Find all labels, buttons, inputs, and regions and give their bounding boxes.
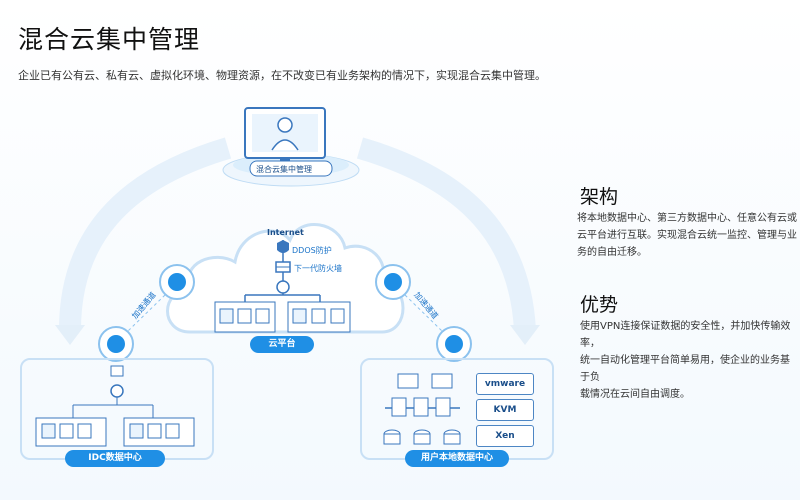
cloud-server-right — [287, 301, 351, 333]
idc-datacenter-badge: IDC数据中心 — [65, 450, 165, 467]
left-arc — [59, 137, 232, 331]
architecture-line: 云平台进行互联。实现混合云统一监控、管理与业 — [577, 230, 797, 241]
internet-label: Internet — [267, 228, 304, 237]
cloud-server-left — [214, 301, 276, 333]
router-icon — [276, 280, 290, 294]
kvm-badge: KVM — [476, 399, 534, 421]
idc-network — [35, 365, 195, 447]
firewall-label: 下一代防火墙 — [294, 264, 342, 273]
monitor-label: 混合云集中管理 — [256, 165, 312, 174]
page-description: 企业已有公有云、私有云、虚拟化环境、物理资源，在不改变已有业务架构的情况下，实现… — [18, 69, 546, 82]
cloud-platform-badge: 云平台 — [250, 336, 314, 353]
architecture-text: 将本地数据中心、第三方数据中心、任意公有云或 云平台进行互联。实现混合云统一监控… — [577, 210, 797, 261]
vmware-badge: vmware — [476, 373, 534, 395]
shield-icon — [277, 240, 289, 253]
right-arc — [356, 137, 536, 331]
local-network — [383, 373, 461, 445]
ddos-label: DDOS防护 — [292, 246, 332, 255]
accel-node-icon — [98, 264, 472, 362]
advantage-line: 统一自动化管理平台简单易用，使企业的业务基于负 — [580, 355, 790, 383]
local-datacenter-badge: 用户本地数据中心 — [405, 450, 509, 467]
page-title: 混合云集中管理 — [18, 25, 201, 54]
cloud-shape — [166, 223, 405, 334]
advantage-title: 优势 — [580, 294, 619, 316]
idc-datacenter-box — [20, 358, 214, 460]
architecture-line: 务的自由迁移。 — [577, 247, 647, 258]
firewall-icon — [275, 261, 291, 273]
architecture-line: 将本地数据中心、第三方数据中心、任意公有云或 — [577, 213, 797, 224]
xen-badge: Xen — [476, 425, 534, 447]
advantage-line: 载情况在云间自由调度。 — [580, 389, 690, 400]
architecture-title: 架构 — [580, 186, 619, 208]
advantage-line: 使用VPN连接保证数据的安全性，并加快传输效率， — [580, 321, 791, 349]
advantage-text: 使用VPN连接保证数据的安全性，并加快传输效率， 统一自动化管理平台简单易用，使… — [580, 318, 798, 403]
